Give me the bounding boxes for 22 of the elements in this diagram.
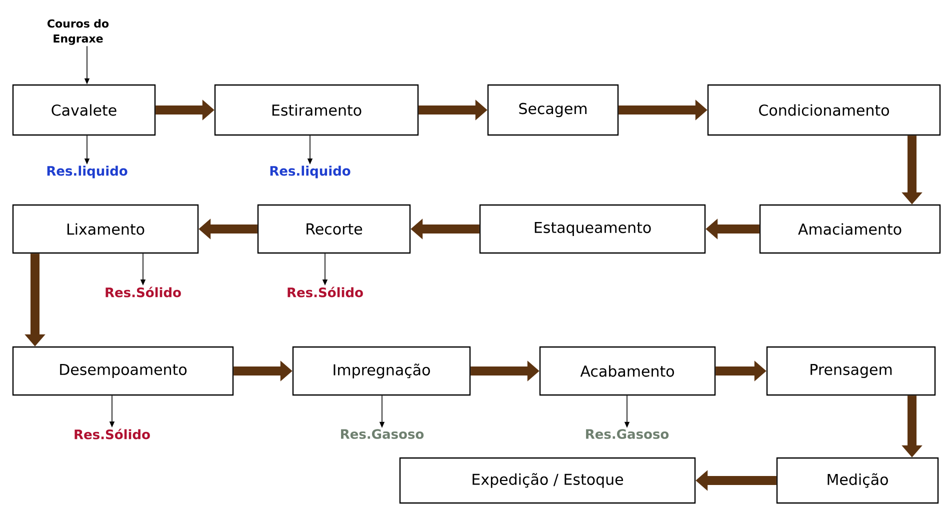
process-box: Recorte: [257, 204, 411, 254]
process-box: Acabamento: [539, 346, 716, 396]
residue-label: Res.liquido: [47, 166, 128, 178]
residue-label: Res.Sólido: [74, 428, 150, 440]
process-box: Estaqueamento: [479, 204, 706, 254]
residue-label: Res.Sólido: [288, 286, 363, 298]
process-box: Impregnação: [292, 346, 471, 396]
residue-label: Res.Gasoso: [586, 429, 669, 439]
process-box: Lixamento: [12, 204, 199, 254]
process-box: Medição: [776, 457, 939, 504]
residue-label: Couros do Engraxe: [48, 19, 109, 45]
process-box: Expedição / Estoque: [399, 457, 696, 504]
process-box: Desempoamento: [12, 346, 234, 396]
process-box: Prensagem: [766, 346, 936, 396]
residue-label: Res.Gasoso: [341, 429, 424, 439]
process-box: Amaciamento: [759, 204, 941, 254]
process-box: Estiramento: [214, 84, 419, 136]
process-box: Secagem: [487, 84, 619, 136]
process-box: Cavalete: [12, 84, 156, 136]
process-box: Condicionamento: [707, 84, 941, 136]
residue-label: Res.Sólido: [106, 286, 181, 298]
residue-label: Res.liquido: [270, 166, 350, 178]
